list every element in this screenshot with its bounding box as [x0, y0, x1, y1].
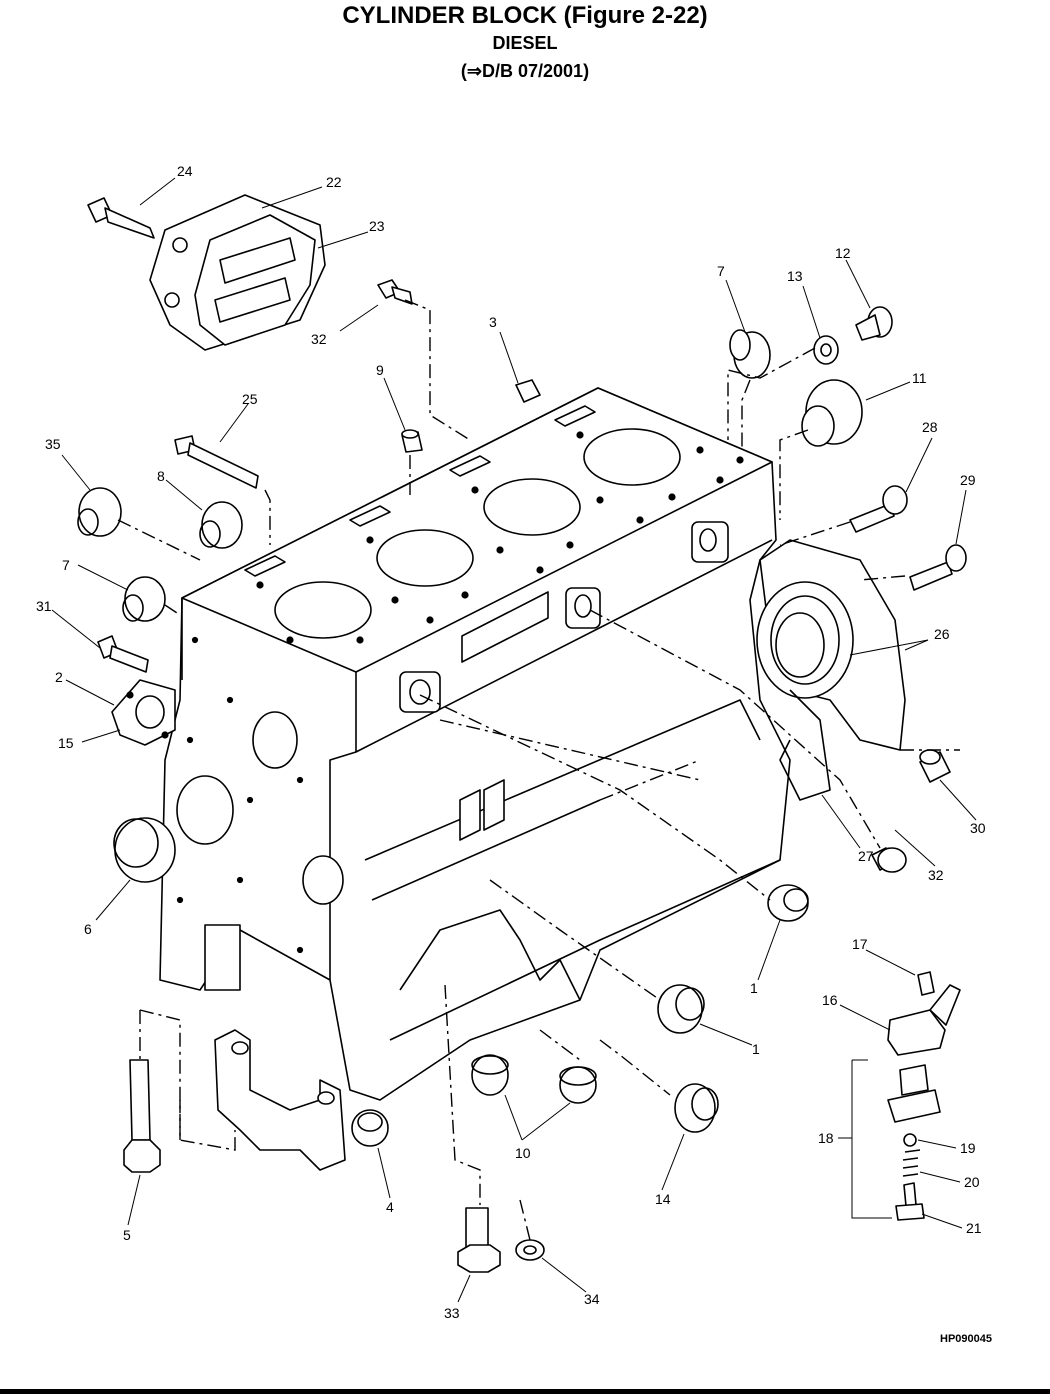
callout-leaders [51, 177, 977, 1303]
callout-24: 24 [177, 163, 193, 179]
plug-3 [515, 379, 541, 403]
callout-22: 22 [326, 174, 342, 190]
page-subtitle: DIESEL [492, 33, 558, 53]
callout-29: 29 [960, 472, 976, 488]
assembly-dash-lines [117, 299, 960, 1241]
callout-3: 3 [489, 314, 497, 330]
bushing-4 [351, 1109, 389, 1147]
cup-plug-11 [801, 379, 863, 447]
callout-34: 34 [584, 1291, 600, 1307]
bolt-31 [97, 635, 149, 673]
cup-plug-7-left [122, 576, 166, 622]
callout-23: 23 [369, 218, 385, 234]
flange-2-15 [111, 679, 176, 746]
dowel-9 [401, 429, 423, 453]
callout-35: 35 [45, 436, 61, 452]
callout-32-right: 32 [928, 867, 944, 883]
callout-30: 30 [970, 820, 986, 836]
callout-18: 18 [818, 1130, 834, 1146]
callout-15: 15 [58, 735, 74, 751]
callout-13: 13 [787, 268, 803, 284]
page-title: CYLINDER BLOCK (Figure 2-22) [342, 2, 708, 29]
figure-code: HP090045 [940, 1333, 992, 1345]
callout-4: 4 [386, 1199, 394, 1215]
plug-32-top [377, 279, 413, 305]
callout-17: 17 [852, 936, 868, 952]
callout-26: 26 [934, 626, 950, 642]
stud-25 [174, 435, 259, 489]
cup-plug-7-top [729, 329, 771, 379]
callout-12: 12 [835, 245, 851, 261]
bolt-28 [849, 485, 908, 533]
bolt-33 [457, 1207, 501, 1273]
washer-13 [813, 335, 839, 365]
cup-plugs-10 [471, 1054, 597, 1104]
rear-seal-housing [756, 539, 906, 801]
callout-1-upper: 1 [750, 980, 758, 996]
callout-20: 20 [964, 1174, 980, 1190]
cup-plug-35 [77, 487, 122, 537]
bolt-29 [909, 544, 967, 591]
callout-8: 8 [157, 468, 165, 484]
callout-6: 6 [84, 921, 92, 937]
callout-27: 27 [858, 848, 874, 864]
cup-plug-8 [199, 501, 243, 549]
plug-32-right [871, 847, 907, 873]
cam-bushing-6 [113, 817, 176, 883]
callout-5: 5 [123, 1227, 131, 1243]
callout-11: 11 [912, 370, 927, 386]
callout-32-top: 32 [311, 331, 327, 347]
cylinder-block [159, 387, 791, 1101]
main-bearing-cap [214, 1029, 346, 1171]
plate-22-23 [149, 194, 326, 351]
washer-34 [515, 1239, 545, 1261]
callout-10: 10 [515, 1145, 531, 1161]
plug-12 [855, 306, 893, 341]
bushing-14 [674, 1083, 719, 1133]
callout-21: 21 [966, 1220, 982, 1236]
page-subtitle-date: (⇒D/B 07/2001) [460, 61, 590, 81]
callout-25: 25 [242, 391, 258, 407]
callout-7-left: 7 [62, 557, 70, 573]
callout-19: 19 [960, 1140, 976, 1156]
callout-2: 2 [55, 669, 63, 685]
callout-9: 9 [376, 362, 384, 378]
bolt-5 [123, 1059, 161, 1173]
bottom-rule [0, 1389, 1050, 1394]
callout-7-top: 7 [717, 263, 725, 279]
oil-jet-assembly [887, 971, 961, 1221]
bolt-24 [87, 197, 155, 239]
callout-33: 33 [444, 1305, 460, 1321]
callout-labels: 24 22 23 32 3 9 7 13 12 11 25 35 8 7 31 … [36, 163, 986, 1321]
callout-14: 14 [655, 1191, 671, 1207]
bushing-1-lower [657, 984, 705, 1034]
bushing-1-upper [767, 884, 809, 922]
dowel-30 [919, 749, 951, 783]
callout-1-lower: 1 [752, 1041, 760, 1057]
callout-31: 31 [36, 598, 52, 614]
callout-16: 16 [822, 992, 838, 1008]
callout-28: 28 [922, 419, 938, 435]
